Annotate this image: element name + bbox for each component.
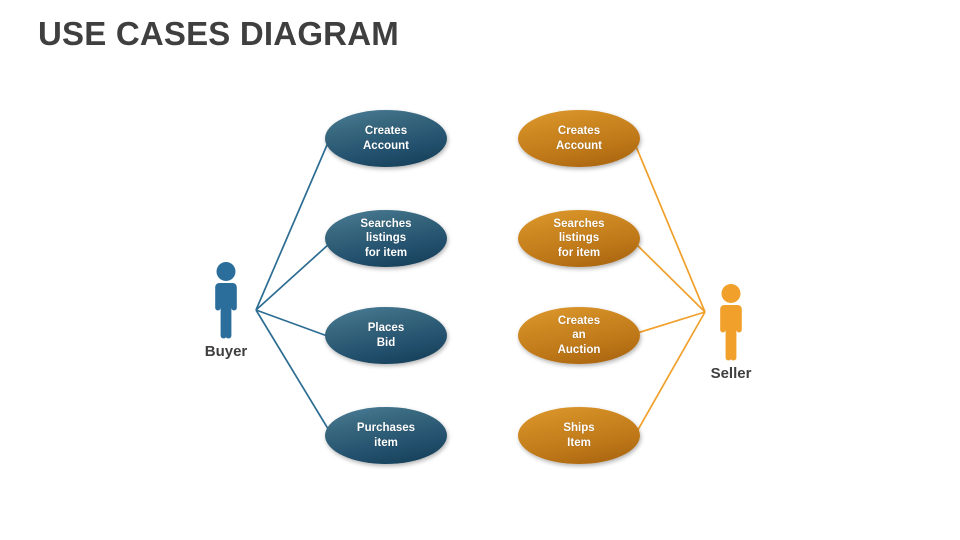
buyer-associations xyxy=(255,130,337,443)
assoc-seller-ships-item xyxy=(630,311,706,443)
assoc-buyer-searches-listings xyxy=(255,243,330,311)
assoc-seller-creates-auction xyxy=(633,311,706,335)
assoc-buyer-places-bid xyxy=(255,309,331,338)
assoc-seller-creates-account xyxy=(629,131,706,313)
assoc-buyer-creates-account xyxy=(255,130,334,311)
seller-associations xyxy=(629,131,706,443)
actor-seller-label: Seller xyxy=(710,365,752,382)
person-icon xyxy=(209,261,243,339)
person-icon-glyph xyxy=(215,262,237,339)
person-icon-glyph xyxy=(720,284,742,361)
person-icon xyxy=(714,283,748,361)
actor-seller[interactable]: Seller xyxy=(711,283,751,382)
actor-buyer-label: Buyer xyxy=(204,343,248,360)
assoc-seller-searches-listings xyxy=(633,241,706,313)
page-title: USE CASES DIAGRAM xyxy=(38,15,399,52)
assoc-buyer-purchases-item xyxy=(255,309,337,443)
actor-buyer[interactable]: Buyer xyxy=(205,261,247,360)
